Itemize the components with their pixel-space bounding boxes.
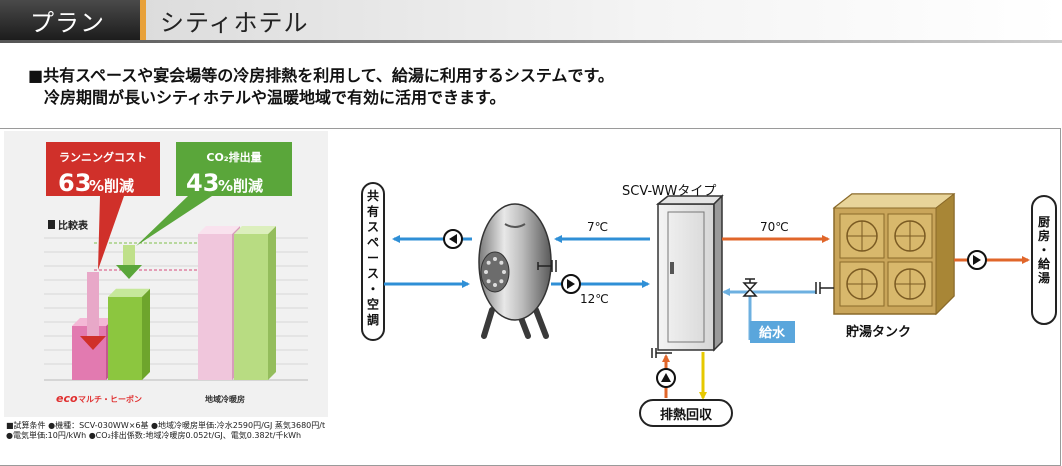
heat-recovery-box xyxy=(639,399,733,427)
tank-valve-icon xyxy=(815,282,834,294)
pump-direction-icon-4 xyxy=(973,255,981,265)
valve-icon-2 xyxy=(651,348,672,358)
bar-eco-co2-top xyxy=(108,288,150,297)
flange-bolts xyxy=(484,257,506,287)
bar-district-cost xyxy=(198,234,232,380)
header-accent xyxy=(140,0,146,40)
bolt-icon xyxy=(486,279,491,284)
cost-callout-unit: %削減 xyxy=(89,177,134,195)
intro-line-2: 冷房期間が長いシティホテルや温暖地域で有効に活用できます。 xyxy=(44,88,506,107)
scv-ww-unit xyxy=(657,203,715,351)
tank-panel-cross xyxy=(895,269,925,299)
bolt-icon xyxy=(493,283,497,287)
co2-callout xyxy=(136,142,292,246)
page-title: シティホテル xyxy=(160,9,309,37)
tank-panel-cross xyxy=(847,269,877,299)
temp-12: 12℃ xyxy=(580,292,609,306)
unit-top xyxy=(655,195,724,205)
legend-marker xyxy=(48,220,55,229)
cost-callout-value: 63 xyxy=(58,169,91,197)
tank-panels xyxy=(839,213,933,307)
bolt-icon xyxy=(486,260,491,265)
tank-panel-cross xyxy=(847,221,877,251)
pump-direction-icon-3 xyxy=(661,373,671,382)
cost-reduction-arrow-head xyxy=(80,336,106,350)
tank-side xyxy=(935,192,955,316)
temp-7: 7℃ xyxy=(587,220,608,234)
bar-district-cost-top xyxy=(198,226,240,234)
bar-district-co2-side xyxy=(268,226,276,380)
water-supply-box xyxy=(750,321,795,343)
kitchen-hot-water-box xyxy=(1031,195,1057,325)
bolt-icon xyxy=(502,270,506,274)
shared-space-label: 共有スペース・空調 xyxy=(367,188,379,327)
bolt-icon xyxy=(493,257,497,261)
heat-recovery-label: 排熱回収 xyxy=(660,407,713,423)
calculation-notes: ■試算条件 ●機種：SCV-030WW×6基 ●地域冷暖房単価:冷水2590円/… xyxy=(6,421,326,440)
category-eco-prefix: eco xyxy=(56,392,78,405)
co2-callout-unit: %削減 xyxy=(218,177,263,195)
co2-reduction-arrow-head xyxy=(116,265,142,279)
category-eco-suffix: マルチ・ヒーポン xyxy=(78,394,142,404)
comparison-chart: 比較表 eco マルチ・ヒーポン 地域冷暖房 ランニングコスト 63 %削減 C… xyxy=(44,142,308,405)
legend-label: 比較表 xyxy=(58,219,89,232)
system-diagram: 共有スペース・空調 厨房・給湯 7℃ 12℃ SCV-WWタイプ 70℃ 給水 xyxy=(361,182,1057,427)
bolt-icon xyxy=(484,270,488,274)
cost-callout-label: ランニングコスト xyxy=(59,150,147,164)
pump-direction-icon-2 xyxy=(567,279,575,289)
bolt-icon xyxy=(499,260,504,265)
shared-space-box xyxy=(361,182,385,341)
valve-icon xyxy=(537,260,557,272)
cost-reduction-arrow-shaft xyxy=(87,272,99,336)
co2-callout-label: CO₂排出量 xyxy=(206,150,261,164)
kitchen-hot-water-label: 厨房・給湯 xyxy=(1038,214,1051,285)
pump-direction-icon xyxy=(449,234,457,244)
bar-district-co2-top xyxy=(234,226,276,234)
temp-70: 70℃ xyxy=(760,220,789,234)
intro-line-1: ■共有スペースや宴会場等の冷房排熱を利用して、給湯に利用するシステムです。 xyxy=(28,66,614,85)
unit-side xyxy=(713,194,723,352)
bar-eco-co2-side xyxy=(142,288,150,380)
tank-top xyxy=(832,193,956,209)
water-supply-label: 給水 xyxy=(759,325,786,341)
tank-label: 貯湯タンク xyxy=(846,324,911,340)
co2-reduction-arrow-shaft xyxy=(123,245,135,265)
tank-panel-cross xyxy=(895,221,925,251)
supply-valve-icon xyxy=(742,278,758,297)
category-district: 地域冷暖房 xyxy=(205,394,245,404)
cost-callout xyxy=(46,142,160,270)
co2-callout-value: 43 xyxy=(186,169,219,197)
unit-handle-icon xyxy=(670,262,674,274)
vessel-handle-icon xyxy=(504,223,526,228)
bolt-icon xyxy=(499,279,504,284)
unit-door xyxy=(667,211,705,343)
bar-district-co2 xyxy=(234,234,268,380)
bar-eco-co2 xyxy=(108,296,142,380)
header-rule xyxy=(0,40,1062,43)
section-label: プラン xyxy=(30,9,105,37)
header-title-area xyxy=(140,0,1062,40)
